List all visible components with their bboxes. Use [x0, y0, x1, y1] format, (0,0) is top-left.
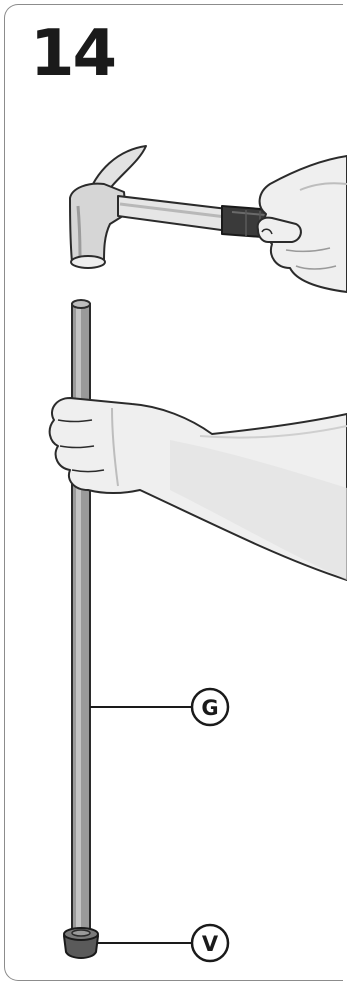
- callout-rod: G: [90, 689, 228, 725]
- callout-cap: V: [98, 925, 228, 961]
- rod-icon: [72, 300, 90, 934]
- arm-hand-icon: [50, 398, 347, 580]
- callout-label-rod: G: [201, 696, 218, 720]
- hand-icon: [258, 156, 347, 292]
- callout-label-cap: V: [202, 932, 219, 956]
- cap-icon: [64, 928, 98, 958]
